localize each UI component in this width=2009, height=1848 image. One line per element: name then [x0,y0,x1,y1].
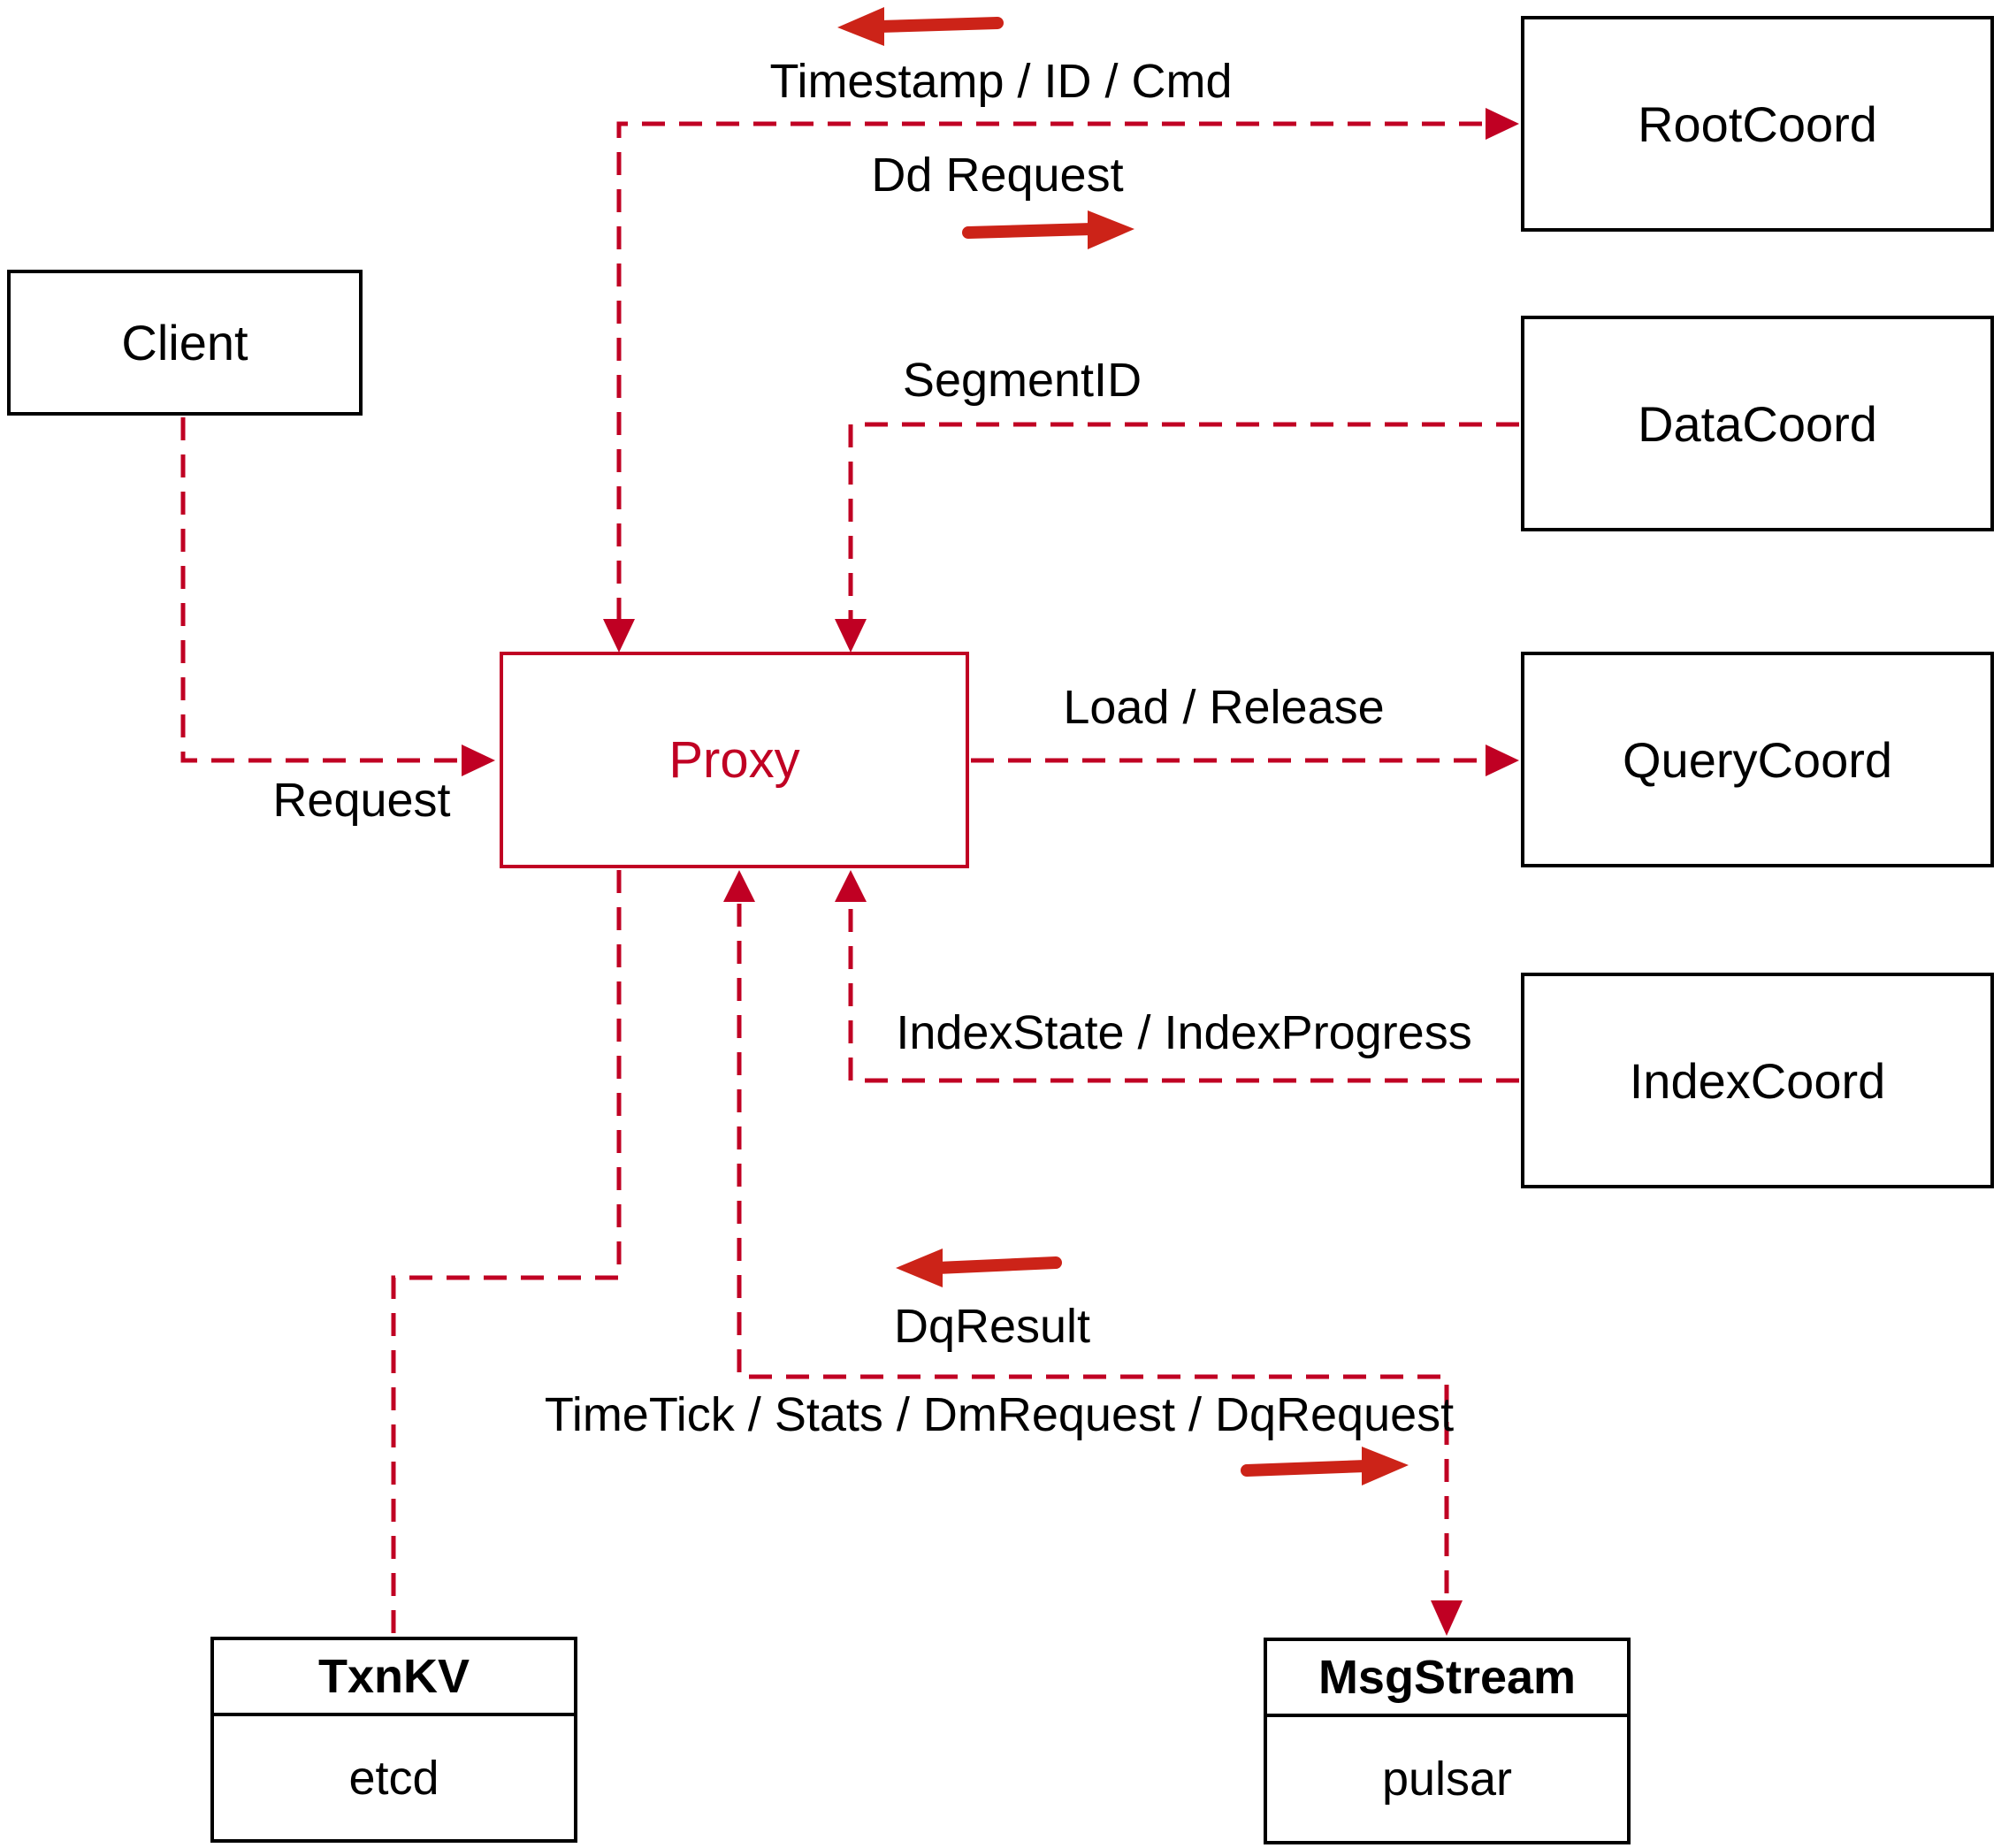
arrowhead-into-proxy-from-rootcoord [603,619,635,653]
edge-label-timetick-stats: TimeTick / Stats / DmRequest / DqRequest [544,1388,1455,1441]
node-indexcoord-label: IndexCoord [1629,1052,1886,1109]
node-rootcoord: RootCoord [1521,16,1994,232]
connector-proxy-rootcoord [616,121,1484,621]
connector-proxy-msgstream [737,904,1449,1599]
node-msgstream-subtitle: pulsar [1381,1753,1513,1806]
arrowhead-into-rootcoord [1486,108,1519,140]
node-proxy: Proxy [500,652,969,868]
connector-indexcoord-proxy [848,904,1519,1083]
node-client: Client [7,270,363,416]
node-querycoord: QueryCoord [1521,652,1994,867]
arrowhead-into-proxy-from-indexcoord [835,870,867,902]
flow-arrow-right-timetick [1241,1447,1409,1485]
edge-label-dq-result: DqResult [893,1300,1091,1353]
node-txnkv: TxnKV etcd [210,1637,577,1843]
edge-label-dd-request: Dd Request [871,149,1124,202]
node-txnkv-title: TxnKV [214,1640,574,1716]
node-datacoord: DataCoord [1521,316,1994,531]
connector-proxy-txnkv [391,870,622,1635]
node-client-label: Client [121,315,248,370]
arrowhead-into-proxy-from-datacoord [835,619,867,653]
connector-datacoord-proxy [848,422,1519,621]
arrowhead-into-querycoord [1486,745,1519,776]
edge-label-request: Request [272,774,451,827]
arrowhead-into-proxy-from-msgstream [723,870,755,902]
node-querycoord-label: QueryCoord [1622,731,1893,788]
node-proxy-label: Proxy [668,731,800,789]
node-rootcoord-label: RootCoord [1638,95,1877,152]
node-msgstream-title: MsgStream [1267,1641,1627,1717]
arrowhead-into-proxy-from-client [462,745,495,776]
edge-label-timestamp-id-cmd: Timestamp / ID / Cmd [769,55,1233,108]
edge-label-segment-id: SegmentID [902,354,1142,407]
node-datacoord-label: DataCoord [1638,395,1877,452]
node-indexcoord: IndexCoord [1521,973,1994,1188]
flow-arrow-left-timestamp [837,7,1004,46]
flow-arrow-right-dd-request [962,210,1134,249]
edge-label-load-release: Load / Release [1063,681,1385,734]
flow-arrow-left-dq-result [896,1249,1062,1287]
node-txnkv-subtitle: etcd [348,1751,439,1805]
connector-client-proxy [180,417,463,763]
edge-label-index-state-progress: IndexState / IndexProgress [896,1006,1472,1059]
node-msgstream: MsgStream pulsar [1264,1638,1631,1844]
arrowhead-into-msgstream [1431,1600,1463,1636]
